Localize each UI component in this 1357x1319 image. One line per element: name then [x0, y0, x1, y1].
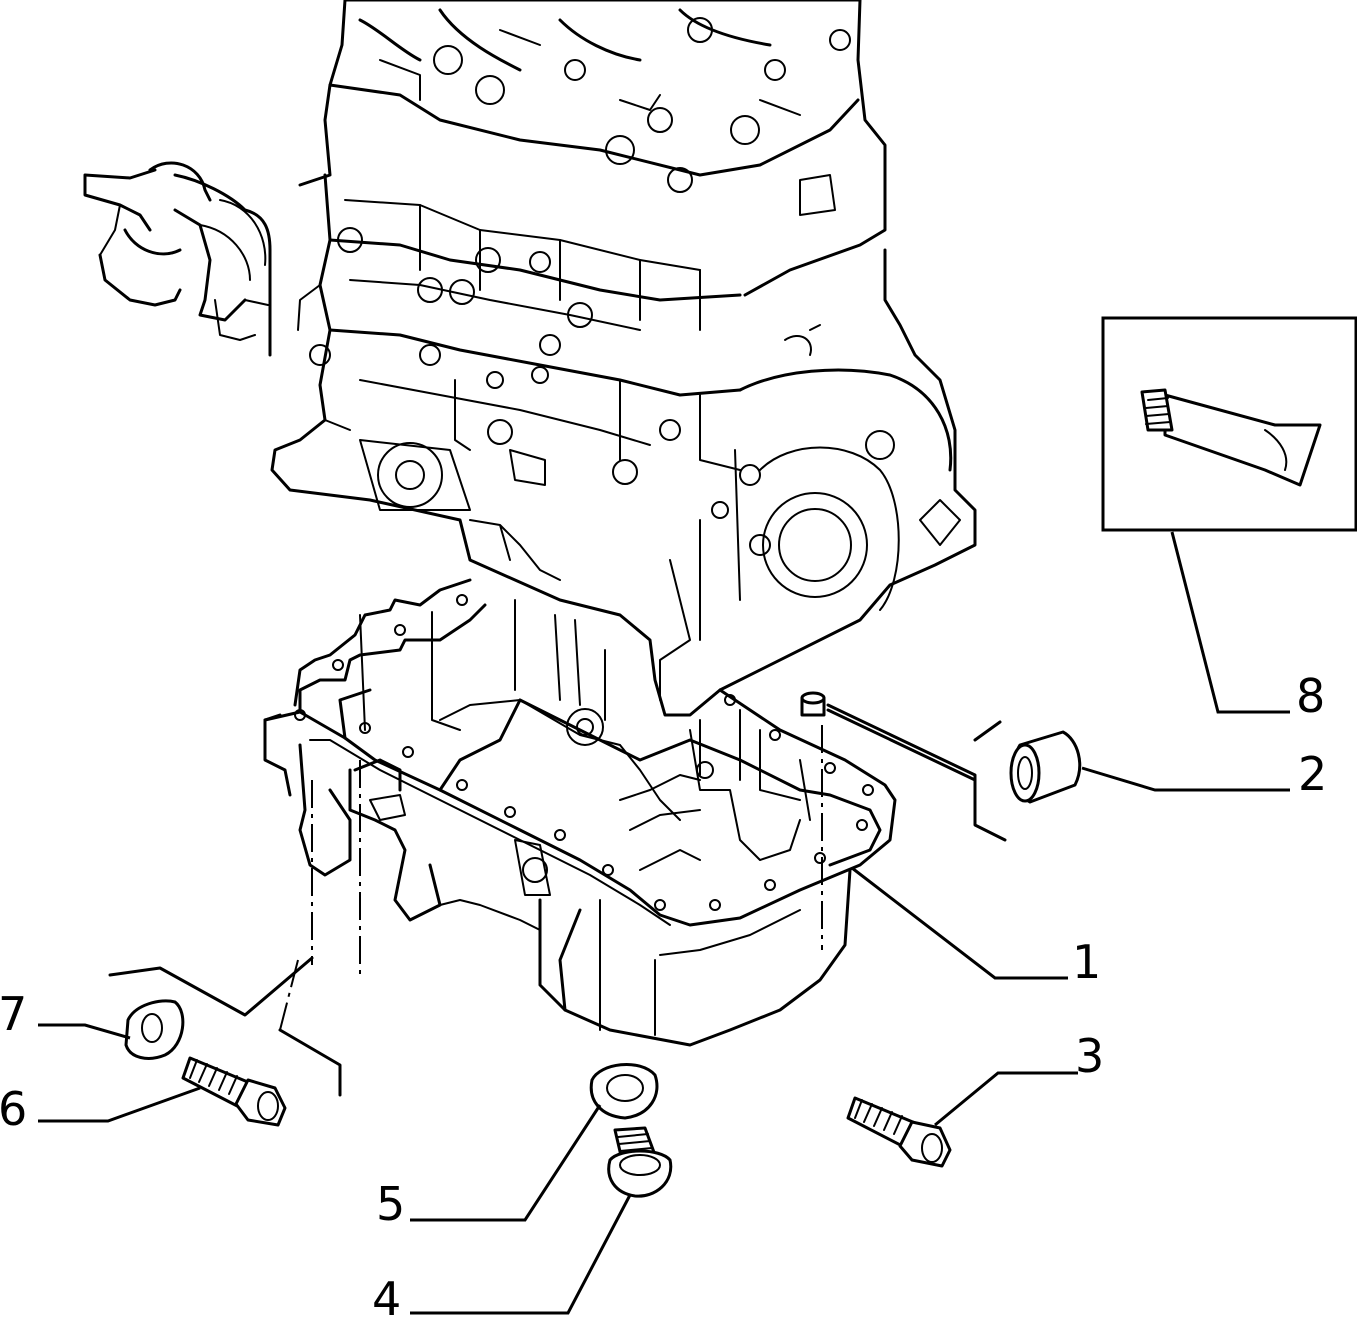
callout-number-4: 4: [372, 1272, 401, 1319]
engine-block-icon: [270, 0, 977, 717]
flange-bolt-holes: [294, 594, 874, 911]
callout-leader-3: [934, 1071, 1078, 1127]
axis-break-line: [278, 1028, 342, 1097]
callout-leader-2: [1081, 766, 1290, 792]
callout-number-7: 7: [0, 987, 27, 1041]
dowel-bush-icon: [800, 691, 826, 717]
callout-leader-1: [851, 866, 1068, 980]
oil-pan-icon: [263, 578, 897, 1047]
callout-number-1: 1: [1072, 935, 1101, 989]
callout-number-6: 6: [0, 1082, 27, 1136]
callout-number-3: 3: [1075, 1029, 1104, 1083]
callout-leader-7: [38, 1023, 131, 1040]
callout-number-5: 5: [376, 1177, 405, 1231]
washer-icon: [124, 999, 185, 1060]
bolt-icon: [181, 1056, 287, 1127]
washer-icon: [589, 1063, 659, 1120]
callout-number-2: 2: [1298, 747, 1327, 801]
callout-number-8: 8: [1296, 669, 1325, 723]
dowel-bush-icon: [1009, 730, 1082, 804]
axis-break-line: [108, 956, 314, 1017]
bolt-icon: [846, 1096, 952, 1168]
axis-break-line: [826, 703, 1007, 842]
crankshaft-icon: [83, 161, 272, 357]
drain-plug-icon: [607, 1126, 673, 1198]
sealant-tube-box: [1101, 316, 1357, 532]
sealant-tube-icon: [1140, 388, 1322, 487]
callout-leader-5: [410, 1104, 602, 1222]
callout-leader-4: [410, 1194, 632, 1315]
callout-leader-8: [1170, 531, 1290, 714]
callout-leader-6: [38, 1086, 201, 1123]
